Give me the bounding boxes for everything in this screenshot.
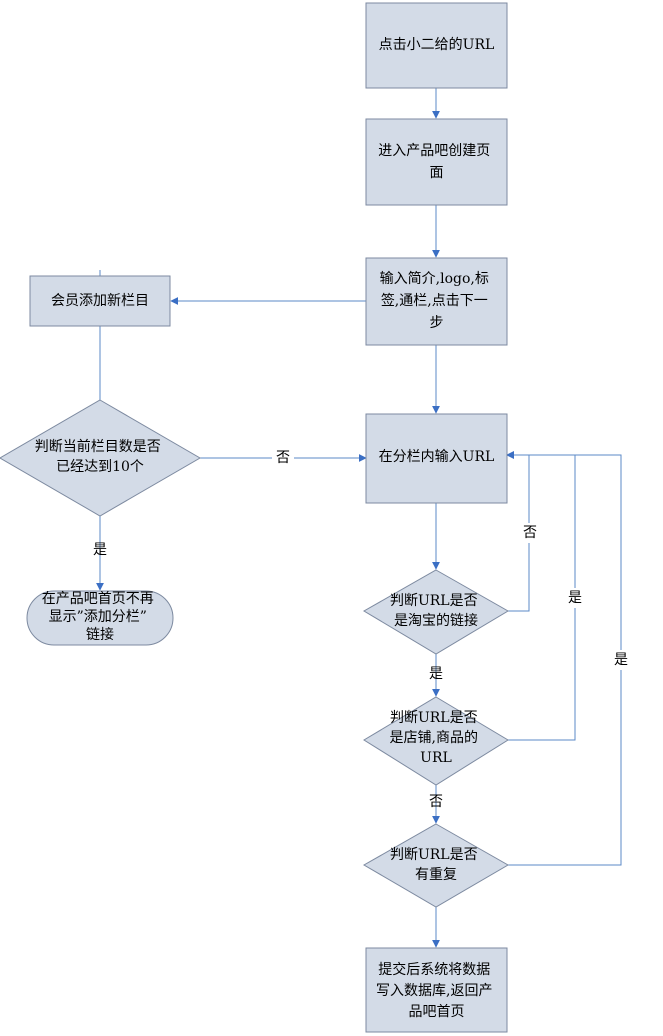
decision-judge-shop: 判断URL是否 是店铺,商品的 URL bbox=[363, 696, 509, 786]
decision-judge-count-text: 判断当前栏目数是否 已经达到10个 bbox=[35, 438, 165, 475]
decision-judge-dup: 判断URL是否 有重复 bbox=[362, 823, 510, 908]
process-submit-text: 提交后系统将数据 写入数据库,返回产 品吧首页 bbox=[376, 961, 497, 1020]
process-input-info: 输入简介,logo,标 签,通栏,点击下一 步 bbox=[365, 257, 508, 346]
process-enter-page-text: 进入产品吧创建页 面 bbox=[378, 143, 494, 181]
process-input-url-text: 在分栏内输入URL bbox=[379, 449, 495, 465]
edge-label-shop-no: 否 bbox=[429, 794, 443, 810]
decision-judge-taobao-text: 判断URL是否 是淘宝的链接 bbox=[390, 593, 482, 629]
edge-label-shop-yes: 是 bbox=[568, 590, 582, 606]
process-input-info-text: 输入简介,logo,标 签,通栏,点击下一 步 bbox=[380, 270, 494, 331]
process-add-column: 会员添加新栏目 bbox=[29, 275, 171, 327]
process-click-url-text: 点击小二给的URL bbox=[379, 37, 495, 53]
process-enter-page: 进入产品吧创建页 面 bbox=[365, 118, 508, 206]
edge-label-taobao-yes: 是 bbox=[429, 666, 443, 682]
decision-judge-count: 判断当前栏目数是否 已经达到10个 bbox=[0, 399, 201, 517]
edge-label-count-yes: 是 bbox=[93, 542, 107, 558]
terminal-no-link: 在产品吧首页不再 显示”添加分栏” 链接 bbox=[26, 590, 174, 646]
edge-judge-dup-yes bbox=[506, 451, 622, 866]
nodes: 点击小二给的URL 进入产品吧创建页 面 输入简介,logo,标 签,通栏,点击… bbox=[0, 2, 510, 1033]
process-click-url: 点击小二给的URL bbox=[365, 2, 508, 89]
decision-judge-taobao: 判断URL是否 是淘宝的链接 bbox=[363, 569, 509, 655]
edge-label-dup-yes: 是 bbox=[614, 652, 628, 668]
terminal-no-link-text: 在产品吧首页不再 显示”添加分栏” 链接 bbox=[42, 591, 158, 643]
decision-judge-shop-text: 判断URL是否 是店铺,商品的 URL bbox=[390, 710, 483, 766]
process-submit: 提交后系统将数据 写入数据库,返回产 品吧首页 bbox=[365, 947, 508, 1033]
edge-label-taobao-no: 否 bbox=[523, 525, 537, 541]
edges bbox=[96, 88, 622, 948]
edge-labels: 否 是 否 是 是 否 是 bbox=[93, 448, 632, 810]
process-input-url: 在分栏内输入URL bbox=[365, 413, 508, 504]
edge-label-count-no: 否 bbox=[276, 450, 290, 466]
process-add-column-text: 会员添加新栏目 bbox=[51, 293, 149, 309]
decision-judge-dup-text: 判断URL是否 有重复 bbox=[390, 847, 482, 883]
